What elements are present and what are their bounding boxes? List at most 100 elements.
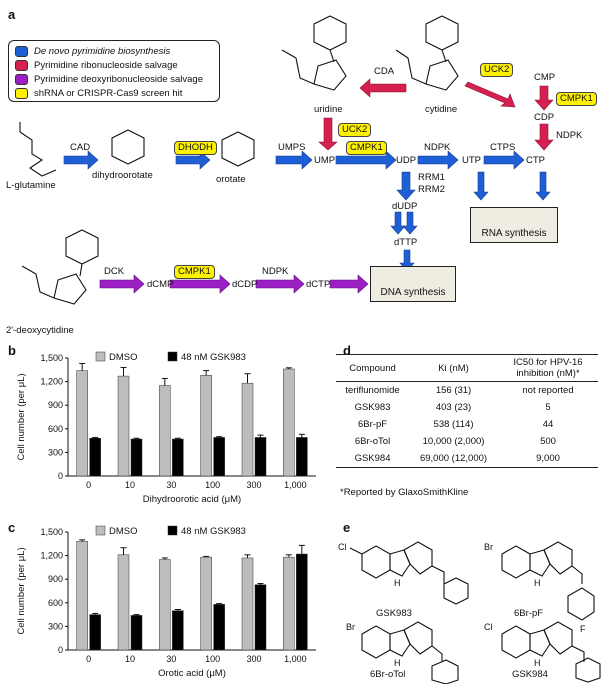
dna-synthesis-label: DNA synthesis xyxy=(380,287,446,298)
deoxycytidine-base xyxy=(65,229,99,265)
header-ic50: IC50 for HPV-16 inhibition (nM)* xyxy=(498,354,598,382)
cell-compound: 6Br-pF xyxy=(358,419,388,430)
arrow-dudp-1 xyxy=(390,211,406,235)
legend-label: De novo pyrimidine biosynthesis xyxy=(34,45,171,57)
legend-label: Pyrimidine ribonucleoside salvage xyxy=(34,59,178,71)
dudp-label: dUDP xyxy=(392,201,418,212)
y-axis-label: Cell number (per μL) xyxy=(16,373,27,460)
bar-dmso xyxy=(159,385,171,477)
bar-dmso xyxy=(241,382,254,477)
arrow-dctp-dna xyxy=(329,274,369,294)
panel-d-letter: d xyxy=(343,343,351,358)
cytidine-base xyxy=(425,15,459,51)
cell-ki: 10,000 (2,000) xyxy=(422,436,485,447)
orotate-structure xyxy=(221,131,255,167)
brpf-name: 6Br-pF xyxy=(514,608,544,619)
y-tick-label: 1,200 xyxy=(40,551,63,561)
bar-gsk983 xyxy=(89,614,101,651)
arrow-ndpk-mid xyxy=(417,150,459,170)
rna-synthesis-box: RNA synthesis xyxy=(470,207,558,243)
cell-compound: GSK984 xyxy=(336,450,410,468)
uridine-base xyxy=(313,15,347,51)
legend-swatch xyxy=(95,525,106,536)
cmpk1-mid-chip: CMPK1 xyxy=(346,141,387,155)
y-tick-label: 1,200 xyxy=(40,377,63,387)
x-tick-label: 0 xyxy=(86,654,91,664)
purple-dot-icon xyxy=(15,73,28,85)
y-tick-label: 0 xyxy=(58,471,63,481)
deoxycytidine-sugar xyxy=(53,273,87,305)
uridine-label: uridine xyxy=(314,104,343,115)
arrow-rrm xyxy=(396,171,416,201)
cell-compound: GSK983 xyxy=(354,402,391,413)
bar-gsk983 xyxy=(213,437,225,477)
legend-label: 48 nM GSK983 xyxy=(181,526,246,537)
ndpk-bot-label: NDPK xyxy=(262,266,289,277)
arrow-dck xyxy=(99,274,145,294)
x-tick-label: 10 xyxy=(125,480,135,490)
compound-table: Compound Ki (nM) IC50 for HPV-16 inhibit… xyxy=(336,354,598,468)
bar-dmso xyxy=(117,375,130,477)
bar-gsk983 xyxy=(296,553,308,651)
bar-dmso xyxy=(241,557,254,651)
cmpk1-top-chip: CMPK1 xyxy=(556,92,597,106)
cda-label: CDA xyxy=(374,66,395,77)
dihydroorotate-structure xyxy=(111,129,145,165)
compound-structures: Cl Br F Br Cl H H H H xyxy=(338,541,601,684)
cytidine-label: cytidine xyxy=(425,104,458,115)
dihydroorotate-label: dihydroorotate xyxy=(92,170,153,181)
dctp-label: dCTP xyxy=(306,279,331,290)
bar-gsk983 xyxy=(254,584,267,651)
x-tick-label: 30 xyxy=(166,480,176,490)
legend-label: Pyrimidine deoxyribonucleoside salvage xyxy=(34,73,203,85)
dcmp-label: dCMP xyxy=(147,279,174,290)
table-row: GSK984 69,000 (12,000) 9,000 xyxy=(336,450,598,468)
glutamine-label: L-glutamine xyxy=(6,180,56,191)
cell-ki: 538 (114) xyxy=(433,419,474,430)
bar-dmso xyxy=(117,554,130,651)
legend-swatch xyxy=(95,351,106,362)
legend-label: DMSO xyxy=(109,526,138,537)
gsk984-pyrrole xyxy=(529,629,551,657)
gsk983-cl-atom: Cl xyxy=(338,542,347,552)
x-axis-label: Orotic acid (μM) xyxy=(158,668,226,679)
legend-label: shRNA or CRISPR-Cas9 screen hit xyxy=(34,87,183,99)
x-tick-label: 1,000 xyxy=(284,480,307,490)
x-tick-label: 30 xyxy=(166,654,176,664)
x-tick-label: 100 xyxy=(205,654,220,664)
arrow-dhodh xyxy=(175,150,211,170)
bar-gsk983 xyxy=(172,610,184,651)
y-tick-label: 1,500 xyxy=(40,527,63,537)
table-header-row: Compound Ki (nM) IC50 for HPV-16 inhibit… xyxy=(336,354,598,382)
arrow-ctps xyxy=(483,150,525,170)
y-tick-label: 300 xyxy=(48,447,63,457)
gsk984-cyclohexane xyxy=(543,621,573,655)
brpf-benzene xyxy=(501,545,531,579)
udp-label: UDP xyxy=(396,155,417,166)
panel-e-letter: e xyxy=(343,520,351,535)
arrow-cda xyxy=(359,78,407,98)
rrm1-label: RRM1 xyxy=(418,172,445,183)
x-tick-label: 0 xyxy=(86,480,91,490)
dhodh-chip: DHODH xyxy=(174,141,217,155)
panel-b-letter: b xyxy=(8,343,16,358)
cmpk1-bot-chip: CMPK1 xyxy=(174,265,215,279)
table-row: 6Br-pF 538 (114) 44 xyxy=(336,416,598,433)
legend-swatch xyxy=(167,351,178,362)
pathway-arrows xyxy=(19,15,554,305)
bar-gsk983 xyxy=(130,438,143,477)
table-row: 6Br-oTol 10,000 (2,000) 500 xyxy=(336,433,598,450)
uridine-sugar xyxy=(313,59,347,91)
y-axis-label: Cell number (per μL) xyxy=(16,547,27,634)
bar-gsk983 xyxy=(296,437,308,477)
table-row: teriflunomide 156 (31) not reported xyxy=(336,382,598,400)
arrow-dudp-2 xyxy=(402,211,418,235)
panel-a-letter: a xyxy=(8,7,16,22)
x-tick-label: 100 xyxy=(205,480,220,490)
dck-label: DCK xyxy=(104,266,125,277)
brpf-fluorophenyl xyxy=(567,587,595,621)
orotate-label: orotate xyxy=(216,174,246,185)
cad-label: CAD xyxy=(70,142,91,153)
umps-label: UMPS xyxy=(278,142,306,153)
